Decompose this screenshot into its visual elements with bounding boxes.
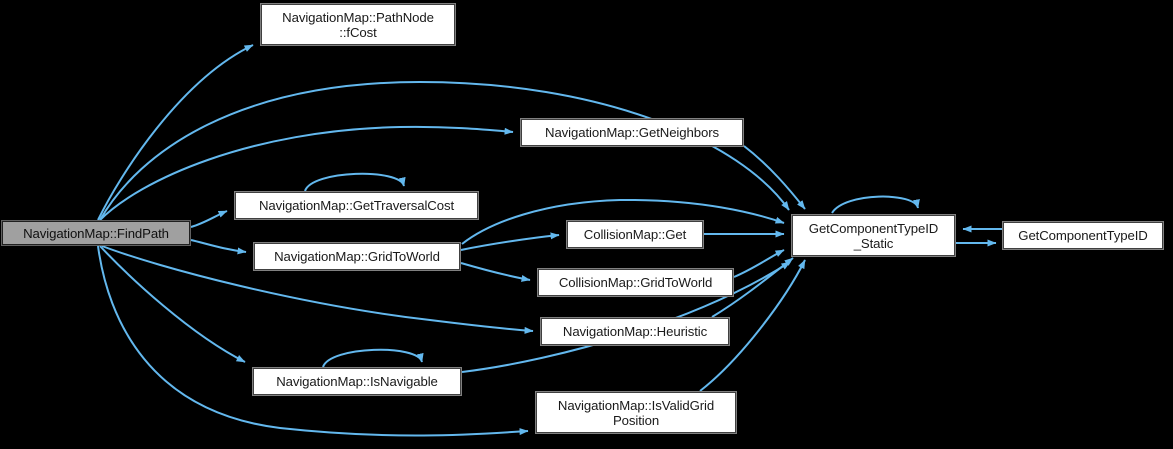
node-getcomponenttypeid[interactable]: GetComponentTypeID — [1002, 221, 1164, 250]
node-label: NavigationMap::PathNode ::fCost — [282, 9, 434, 40]
node-label: CollisionMap::Get — [583, 227, 687, 242]
node-label: NavigationMap::GridToWorld — [274, 249, 440, 264]
node-label: NavigationMap::Heuristic — [562, 324, 708, 339]
edge-findpath-traversal — [190, 210, 228, 228]
node-isnavigable[interactable]: NavigationMap::IsNavigable — [252, 367, 462, 396]
edge-isnav-self — [322, 348, 424, 368]
edge-findpath-fcost — [97, 44, 254, 221]
node-gettraversalcost[interactable]: NavigationMap::GetTraversalCost — [234, 191, 479, 220]
edge-neighbors-gctidstatic — [743, 145, 806, 210]
edge-traversal-self — [304, 172, 406, 192]
edge-gridtoworld-colget — [460, 232, 560, 251]
edge-gctidstatic-self — [831, 195, 920, 214]
node-isvalidgridposition[interactable]: NavigationMap::IsValidGrid Position — [535, 391, 737, 434]
edge-gridtoworld-colgrid — [460, 262, 531, 282]
node-navigationmap-gridtoworld[interactable]: NavigationMap::GridToWorld — [253, 242, 461, 271]
node-label: NavigationMap::GetNeighbors — [545, 125, 719, 140]
node-getneighbors[interactable]: NavigationMap::GetNeighbors — [520, 118, 744, 147]
node-getcomponenttypeid-static[interactable]: GetComponentTypeID _Static — [791, 214, 956, 257]
node-label: NavigationMap::IsNavigable — [276, 374, 438, 389]
node-collisionmap-get[interactable]: CollisionMap::Get — [566, 220, 704, 249]
node-label: NavigationMap::FindPath — [23, 225, 169, 241]
node-label: NavigationMap::GetTraversalCost — [258, 198, 455, 213]
node-heuristic[interactable]: NavigationMap::Heuristic — [540, 317, 730, 346]
node-collisionmap-gridtoworld[interactable]: CollisionMap::GridToWorld — [537, 268, 734, 297]
node-findpath[interactable]: NavigationMap::FindPath — [1, 220, 191, 246]
node-label: GetComponentTypeID _Static — [808, 220, 939, 251]
node-label: GetComponentTypeID — [1018, 228, 1148, 243]
edge-findpath-isnav — [99, 245, 246, 363]
edge-colgrid-gctidstatic — [733, 249, 785, 278]
edge-findpath-gridtoworld — [190, 239, 247, 255]
node-pathnode-fcost[interactable]: NavigationMap::PathNode ::fCost — [260, 3, 456, 46]
edge-findpath-isvalid — [97, 245, 529, 437]
node-label: CollisionMap::GridToWorld — [558, 275, 713, 290]
node-label: NavigationMap::IsValidGrid Position — [557, 397, 715, 428]
